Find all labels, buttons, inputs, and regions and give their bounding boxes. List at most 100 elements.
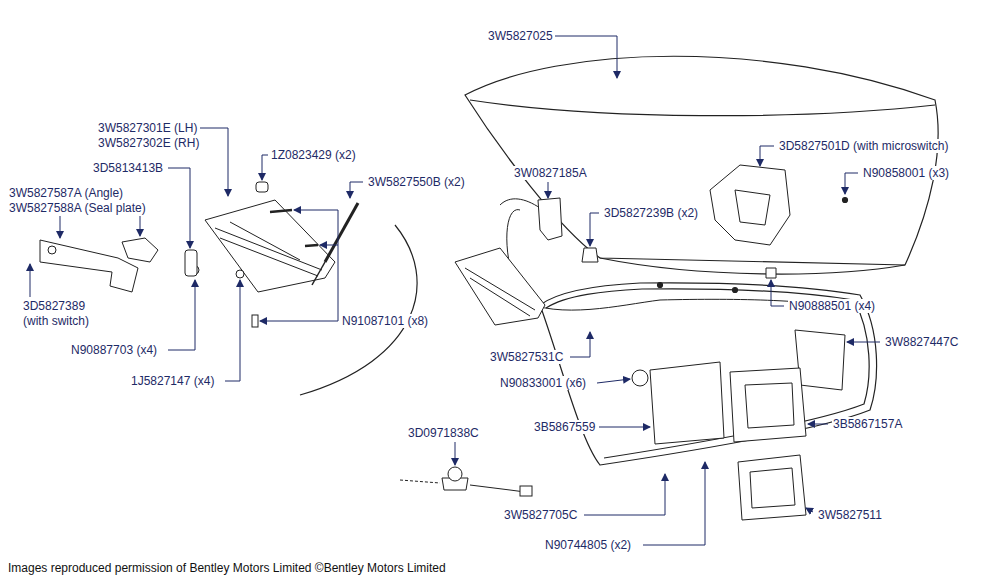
- opening-seal: [540, 283, 877, 465]
- leader-lines-part: [200, 128, 228, 196]
- leader-lines-part: [60, 216, 61, 238]
- side-brackets: [40, 238, 158, 292]
- hinge-left-part: [252, 315, 258, 327]
- lid-brackets-part: [795, 330, 845, 390]
- leader-lines-part: [847, 342, 880, 343]
- part-number: 3W0827185A: [513, 166, 588, 180]
- part-number: 3W5827025: [487, 29, 554, 43]
- hinge-left-part: [256, 182, 268, 192]
- leader-lines-part: [643, 462, 705, 545]
- leader-lines-part: [771, 280, 784, 306]
- hinge-left: [185, 182, 335, 327]
- part-number: 3W5827511: [817, 508, 883, 522]
- gas-strut: [312, 203, 358, 285]
- hinge-right-part: [455, 248, 545, 325]
- lock-assemblies: [632, 362, 806, 520]
- hinge-left-part: [205, 200, 335, 292]
- part-number: 3W5827301E (LH): [97, 121, 198, 135]
- leader-lines-part: [570, 332, 590, 357]
- leader-lines-part: [140, 216, 141, 236]
- hinge-left-part: [270, 210, 318, 246]
- leader-lines-part: [548, 182, 549, 198]
- lock-assemblies-part: [738, 455, 806, 520]
- leader-lines-part: [760, 146, 774, 166]
- part-number: 3W5827302E (RH): [97, 136, 200, 150]
- lock-assemblies-part: [745, 383, 794, 428]
- release-handle-part: [470, 485, 525, 492]
- part-number: N90744805 (x2): [544, 538, 632, 552]
- leader-lines-part: [806, 508, 813, 512]
- leader-lines-part: [597, 379, 630, 383]
- hinge-left-part: [236, 270, 244, 278]
- leader-lines-part: [262, 155, 268, 180]
- leader-lines-part: [555, 36, 617, 78]
- lock-assemblies-part: [750, 468, 795, 508]
- leader-lines-part: [808, 424, 828, 425]
- trunk-lid-part: [843, 198, 848, 203]
- leader-lines-part: [260, 321, 338, 322]
- release-handle-part: [448, 467, 462, 481]
- lock-assemblies-part: [730, 368, 806, 442]
- part-number: 3D5827239B (x2): [603, 206, 699, 220]
- part-number: 3D5827389: [22, 299, 86, 313]
- lid-brackets-part: [582, 248, 598, 262]
- leader-lines: [30, 36, 880, 545]
- part-number: 3W5827550B (x2): [367, 175, 466, 189]
- leader-lines-part: [455, 442, 456, 465]
- part-number: 3D5827501D (with microswitch): [778, 139, 949, 153]
- side-brackets-part: [122, 238, 158, 262]
- trunk-lid-part: [470, 100, 935, 116]
- hinge-right-part: [465, 268, 535, 316]
- part-number: 1Z0823429 (x2): [270, 148, 357, 162]
- leader-lines-part: [338, 210, 339, 321]
- leader-lines-part: [320, 245, 338, 246]
- leader-lines-part: [590, 213, 599, 246]
- part-number: N90887703 (x4): [70, 343, 158, 357]
- leader-lines-part: [845, 173, 858, 194]
- release-cable-part: [500, 199, 540, 208]
- part-number: N90888501 (x4): [788, 299, 876, 313]
- hinge-right: [455, 248, 545, 325]
- lock-assemblies-part: [650, 362, 724, 444]
- lock-assemblies-part: [632, 370, 648, 386]
- copyright-caption: Images reproduced permission of Bentley …: [8, 561, 446, 575]
- leader-lines-part: [168, 168, 190, 248]
- part-number: 3W8827447C: [884, 335, 959, 349]
- leader-lines-part: [30, 264, 31, 297]
- part-number: 3D5813413B: [92, 161, 164, 175]
- side-brackets-part: [40, 240, 138, 292]
- release-handle-part: [400, 480, 440, 483]
- leader-lines-part: [225, 280, 240, 381]
- leader-lines-part: [350, 182, 363, 198]
- lid-brackets: [538, 165, 845, 390]
- lid-brackets-part: [766, 268, 776, 278]
- part-number: N90858001 (x3): [862, 166, 950, 180]
- release-cable: [500, 199, 850, 310]
- part-number: 3B5867559: [533, 420, 596, 434]
- release-handle-part: [520, 486, 532, 496]
- side-brackets-part: [48, 246, 56, 254]
- part-number: 3W5827531C: [489, 350, 564, 364]
- release-handle: [400, 467, 532, 496]
- trunk-lid-part: [465, 56, 938, 265]
- part-number: 3W5827587A (Angle): [8, 186, 124, 200]
- leader-lines-part: [584, 474, 665, 515]
- part-number: 3W5827588A (Seal plate): [8, 201, 147, 215]
- leader-lines-part: [294, 210, 338, 211]
- opening-seal-part: [540, 283, 877, 465]
- hinge-left-part: [215, 222, 322, 276]
- part-number: 3D0971838C: [407, 426, 480, 440]
- gas-strut-part: [312, 262, 325, 285]
- lid-brackets-part: [710, 165, 790, 245]
- leader-lines-part: [599, 427, 650, 428]
- hinge-left-part: [185, 250, 197, 276]
- part-number: 1J5827147 (x4): [130, 374, 215, 388]
- part-number: (with switch): [22, 314, 90, 328]
- lid-brackets-part: [735, 190, 770, 225]
- part-number: 3B5867157A: [832, 417, 903, 431]
- part-number: 3W5827705C: [503, 508, 578, 522]
- trunk-lid-part: [600, 258, 905, 274]
- part-number: N91087101 (x8): [341, 314, 429, 328]
- leader-lines-part: [168, 280, 195, 350]
